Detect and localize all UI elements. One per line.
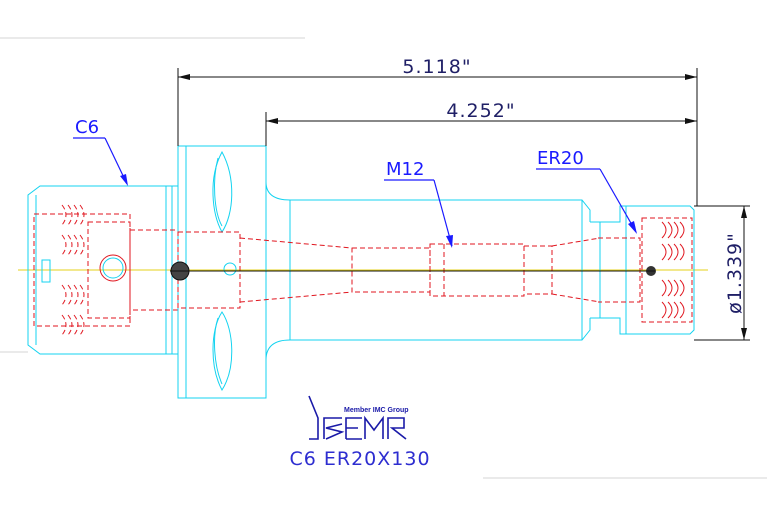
callout-er20 xyxy=(536,168,637,234)
shank-hole xyxy=(99,254,127,282)
dimension-nose-diameter xyxy=(694,205,750,341)
body-length-label: 4.252" xyxy=(446,100,515,122)
callout-er20-label: ER20 xyxy=(537,148,584,169)
dimension-overall-length xyxy=(177,68,698,206)
c6-shank xyxy=(27,185,179,355)
overall-length-label: 5.118" xyxy=(402,56,471,78)
callout-c6 xyxy=(73,137,128,186)
dimension-body-length xyxy=(265,112,697,146)
er20-nose xyxy=(590,205,695,335)
body xyxy=(239,146,601,398)
part-number: C6 ER20X130 xyxy=(289,448,430,470)
nose-diameter-label: ø1.339" xyxy=(724,232,746,314)
callout-c6-label: C6 xyxy=(75,117,99,138)
brand-logo: Member IMC Group xyxy=(308,395,409,440)
callout-m12-label: M12 xyxy=(386,159,424,180)
sheet-border xyxy=(0,37,767,479)
logo-tagline: Member IMC Group xyxy=(344,407,409,414)
callout-m12 xyxy=(384,179,453,248)
flange xyxy=(177,145,267,399)
